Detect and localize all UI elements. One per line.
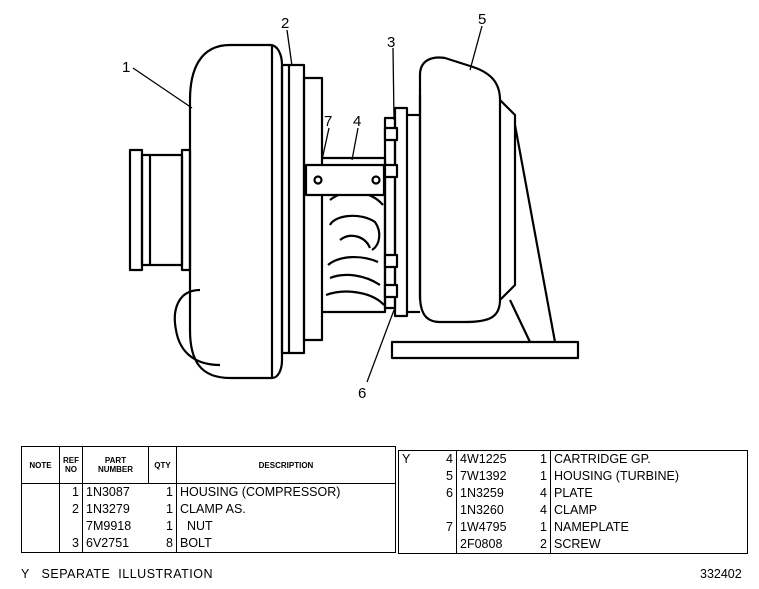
table-row: Y 4 4W1225 1 CARTRIDGE GP.: [399, 450, 748, 468]
turbine-housing: [418, 56, 502, 324]
description-cell: SCREW: [550, 536, 748, 554]
callout-6: 6: [358, 385, 366, 402]
ref-cell: 3: [59, 535, 83, 553]
callout-7: 7: [324, 113, 332, 130]
description-cell: CLAMP: [550, 502, 748, 519]
parts-table-right: Y 4 4W1225 1 CARTRIDGE GP. 5 7W1392 1 HO…: [398, 450, 748, 554]
clamp-band: [280, 63, 324, 355]
note-cell: Y: [402, 452, 411, 466]
part-number-cell: 1W4795: [456, 519, 523, 536]
callout-4: 4: [353, 113, 361, 130]
table-row: 5 7W1392 1 HOUSING (TURBINE): [399, 468, 748, 485]
qty-cell: 4: [540, 486, 547, 500]
ref-cell: [437, 536, 457, 554]
table-row: 6 1N3259 4 PLATE: [399, 485, 748, 502]
description-cell: HOUSING (TURBINE): [550, 468, 748, 485]
part-number-cell: 1N3260: [456, 502, 523, 519]
footnote: Y SEPARATE ILLUSTRATION: [21, 567, 213, 581]
note-cell: [22, 484, 60, 502]
ref-cell: 5: [446, 469, 453, 483]
description-cell: NUT: [176, 518, 396, 535]
description-cell: CLAMP AS.: [176, 501, 396, 518]
ref-cell: 4: [446, 452, 453, 466]
compressor-volute-bulge: [173, 288, 221, 367]
ref-cell: 2: [59, 501, 83, 518]
compressor-housing: [188, 43, 284, 380]
callout-3: 3: [387, 34, 395, 51]
description-cell: BOLT: [176, 535, 396, 553]
table-row: 1N3260 4 CLAMP: [399, 502, 748, 519]
part-number-cell: 7W1392: [456, 468, 523, 485]
ref-cell: 1: [59, 483, 83, 501]
qty-cell: 1: [166, 502, 173, 516]
note-cell: [399, 468, 437, 485]
part-number-cell: 1N3279: [82, 501, 149, 518]
callout-2: 2: [281, 15, 289, 32]
callout-5: 5: [478, 11, 486, 28]
description-cell: HOUSING (COMPRESSOR): [176, 483, 396, 501]
note-cell: [399, 519, 437, 536]
leader-lines: [132, 25, 483, 383]
ref-cell: [437, 502, 457, 519]
part-number-cell: 2F0808: [456, 536, 523, 554]
header-ref: REF NO: [59, 446, 83, 484]
note-cell: [22, 518, 60, 535]
ref-cell: 7: [446, 520, 453, 534]
turbine-flange: [383, 106, 420, 318]
table-header-row: NOTE REF NO PART NUMBER QTY DESCRIPTION: [21, 446, 396, 484]
qty-cell: 4: [540, 503, 547, 517]
part-number-cell: 4W1225: [456, 450, 523, 468]
table-row: 3 6V2751 8 BOLT: [22, 535, 396, 553]
description-cell: PLATE: [550, 485, 748, 502]
turbine-outlet-foot: [390, 99, 580, 360]
qty-cell: 1: [540, 452, 547, 466]
note-cell: [399, 536, 437, 554]
table-row: 7 1W4795 1 NAMEPLATE: [399, 519, 748, 536]
qty-cell: 1: [166, 485, 173, 499]
note-cell: [22, 501, 60, 518]
part-number-cell: 1N3259: [456, 485, 523, 502]
parts-table-left: NOTE REF NO PART NUMBER QTY DESCRIPTION …: [21, 446, 396, 553]
description-cell: CARTRIDGE GP.: [550, 450, 748, 468]
note-cell: [399, 485, 437, 502]
table-row: 2F0808 2 SCREW: [399, 536, 748, 554]
part-number-cell: 7M9918: [82, 518, 149, 535]
nameplate: [304, 163, 386, 197]
ref-cell: 6: [446, 486, 453, 500]
turbocharger-drawing: 1 2 3 4 5 6 7: [122, 11, 580, 402]
part-number-cell: 1N3087: [82, 483, 149, 501]
table-row: 2 1N3279 1 CLAMP AS.: [22, 501, 396, 518]
ref-cell: [59, 518, 83, 535]
header-part-number: PART NUMBER: [82, 446, 149, 484]
description-cell: NAMEPLATE: [550, 519, 748, 536]
header-qty: QTY: [148, 446, 177, 484]
note-cell: [22, 535, 60, 553]
part-number-cell: 6V2751: [82, 535, 149, 553]
note-cell: [399, 502, 437, 519]
header-note: NOTE: [21, 446, 60, 484]
qty-cell: 2: [540, 537, 547, 551]
header-description: DESCRIPTION: [176, 446, 396, 484]
compressor-inlet: [128, 148, 192, 272]
table-row: 1 1N3087 1 HOUSING (COMPRESSOR): [22, 483, 396, 502]
figure-number: 332402: [700, 567, 742, 581]
qty-cell: 1: [166, 519, 173, 533]
qty-cell: 1: [540, 520, 547, 534]
qty-cell: 8: [166, 536, 173, 550]
table-row: 7M9918 1 NUT: [22, 518, 396, 535]
qty-cell: 1: [540, 469, 547, 483]
callout-1: 1: [122, 59, 130, 76]
